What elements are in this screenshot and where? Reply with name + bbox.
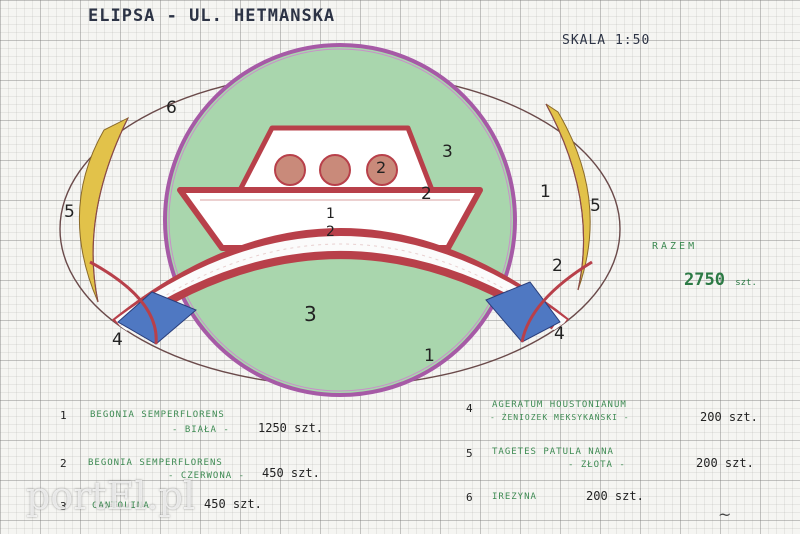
label-5-left: 5 [64, 202, 75, 222]
legend-5-count: 200 szt. [696, 456, 754, 470]
legend-4-count: 200 szt. [700, 410, 758, 424]
label-3-bottom: 3 [304, 302, 317, 326]
signature: ~ [718, 505, 732, 524]
legend-4-line1: AGERATUM HOUSTONIANUM [492, 400, 627, 410]
summary-label: RAZEM [652, 241, 698, 252]
label-2-center: 2 [326, 224, 335, 240]
scale-label: SKALA 1:50 [562, 33, 651, 48]
label-1-right: 1 [540, 182, 551, 202]
legend-1-line1: BEGONIA SEMPERFLORENS [90, 410, 225, 420]
summary-total: 2750 szt. [684, 270, 757, 290]
label-5-right: 5 [590, 196, 601, 216]
blue-wedge-right [485, 281, 561, 343]
right-sweep-line [520, 260, 593, 343]
watermark-logo: portEl.pl [26, 474, 196, 518]
page-title: ELIPSA - UL. HETMANSKA [88, 6, 336, 26]
legend-num-4: 4 [466, 402, 473, 415]
legend-num-1: 1 [60, 409, 67, 422]
label-4-left: 4 [112, 330, 123, 350]
white-arch-dots [119, 243, 563, 327]
legend-num-2: 2 [60, 457, 67, 470]
legend-2-count: 450 szt. [262, 466, 320, 480]
label-3-top: 3 [442, 142, 453, 162]
porthole-1 [274, 154, 306, 186]
label-6: 6 [166, 98, 177, 118]
summary-total-unit: szt. [735, 278, 757, 288]
label-4-right: 4 [554, 324, 565, 344]
legend-5-line2: - ZŁOTA - [568, 460, 626, 470]
legend-4-line2: - ŻENIOZEK MEKSYKAŃSKI - [490, 413, 630, 422]
legend-1-count: 1250 szt. [258, 421, 324, 435]
left-sweep-line [89, 260, 158, 345]
inner-purple-line [168, 48, 512, 392]
label-2-boat: 2 [421, 184, 432, 204]
legend-6-line1: IREZYNA [492, 492, 537, 502]
porthole-2 [319, 154, 351, 186]
legend-1-line2: - BIAŁA - [172, 425, 230, 435]
label-2-porthole: 2 [376, 158, 387, 177]
red-arch-bottom [125, 251, 557, 330]
porthole-3 [366, 154, 398, 186]
legend-3-line1: CANTOLINA [92, 501, 150, 511]
boat-hull [177, 187, 483, 251]
left-inner-arc [92, 117, 129, 303]
yellow-crescent-left [79, 116, 130, 303]
legend-num-5: 5 [466, 447, 473, 460]
legend-6-count: 200 szt. [586, 489, 644, 503]
legend-2-line1: BEGONIA SEMPERFLORENS [88, 458, 223, 468]
label-1-center: 1 [326, 206, 335, 222]
legend-num-6: 6 [466, 491, 473, 504]
label-2-right: 2 [552, 256, 563, 276]
legend-2-line2: - CZERWONA - [168, 471, 246, 481]
legend-5-line1: TAGETES PATULA NANA [492, 447, 614, 457]
summary-total-value: 2750 [684, 270, 725, 290]
legend-3-count: 450 szt. [204, 497, 262, 511]
legend-num-3: 3 [60, 500, 67, 513]
label-1-bottom: 1 [424, 346, 435, 366]
